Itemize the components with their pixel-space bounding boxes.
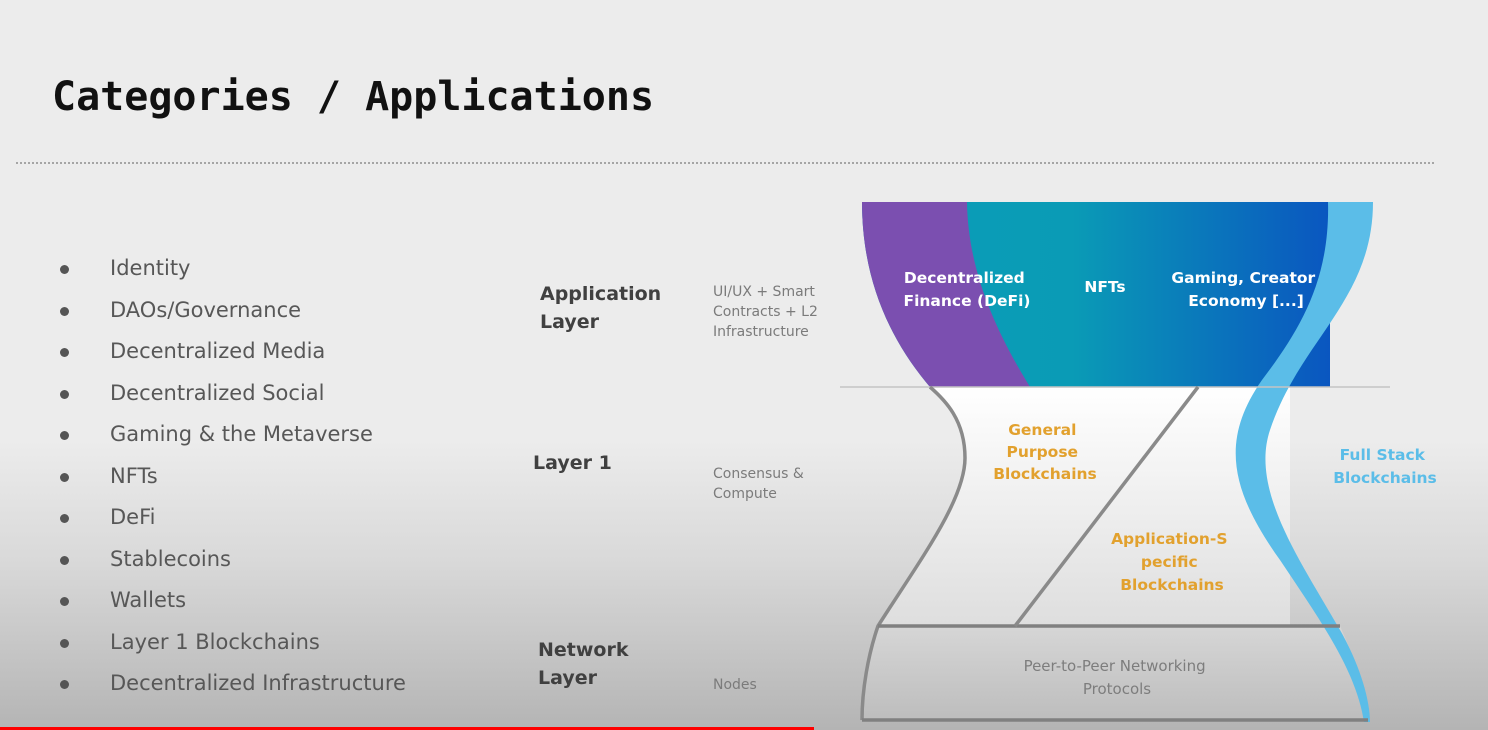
full-stack-label: Full Stack Blockchains [1333,446,1437,487]
bullet-icon [60,306,69,316]
diagonal-divider [1013,385,1200,628]
network-region [862,626,1368,720]
bullet-icon [60,389,69,399]
bullet-icon [60,431,69,440]
p2p-label: Peer-to-Peer Networking Protocols [1024,657,1211,698]
slide-title: Categories / Applications [52,74,655,120]
title-divider [16,162,1434,164]
layer1-region [878,387,1290,626]
nfts-label: NFTs [1084,278,1125,296]
bullet-icon [60,472,69,482]
network-layer-desc: Nodes [713,677,757,693]
app-specific-label: Application-S pecific Blockchains [1111,530,1233,594]
defi-label: Decentralized Finance (DeFi) [904,269,1031,310]
gaming-label: Gaming, Creator Economy [...] [1171,269,1320,310]
bullet-icon [60,265,69,274]
network-layer-label: Network Layer [538,639,629,689]
application-layer-desc: UI/UX + Smart Contracts + L2 Infrastruct… [713,284,818,340]
bullet-icon [60,555,69,565]
general-purpose-label: General Purpose Blockchains [993,421,1097,483]
application-layer-label: Application Layer [540,283,662,333]
full-stack-swoosh [1235,202,1373,722]
bullet-icon [60,514,69,523]
video-progress-fill [0,727,814,730]
layer1-desc: Consensus & Compute [713,466,804,502]
bullet-icon [60,597,69,606]
defi-region [862,202,1030,387]
bullet-icon [60,680,69,689]
video-progress-bar[interactable] [0,727,1488,730]
bullet-icon [60,638,69,648]
layer1-label: Layer 1 [533,452,612,474]
left-hourglass-outline [860,385,967,721]
bullet-icon [60,348,69,357]
